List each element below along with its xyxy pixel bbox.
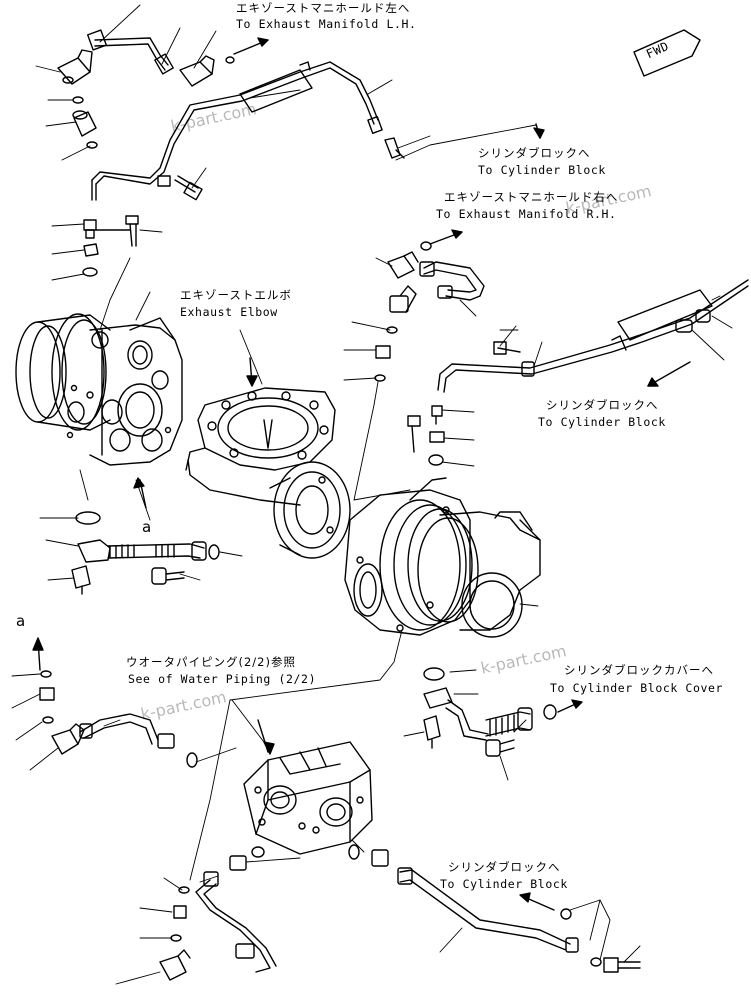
label-exhaust-elbow-en: Exhaust Elbow xyxy=(180,305,278,319)
oil-pipe-upper-left xyxy=(86,29,174,75)
o-ring xyxy=(72,96,84,104)
label-water-piping-en: See of Water Piping (2/2) xyxy=(128,672,317,686)
connector-left xyxy=(72,110,97,137)
water-pipe-lower xyxy=(159,846,277,981)
water-pump-housing xyxy=(243,741,373,855)
leader-lines xyxy=(11,4,733,985)
detail-marker-a: a xyxy=(16,612,26,630)
o-ring xyxy=(86,141,98,149)
oil-pipe-to-cylinder-block-cover xyxy=(423,667,557,757)
oil-pipe-to-cylinder-block-top xyxy=(91,61,405,201)
label-cylinder-block-2-en: To Cylinder Block xyxy=(538,415,666,429)
oil-pipe-to-cylinder-block-right xyxy=(437,279,749,393)
label-water-piping-jp: ウオータパイピング(2/2)参照 xyxy=(126,655,296,669)
elbow-fitting-upper xyxy=(179,55,235,87)
detail-marker-a: a xyxy=(142,518,152,536)
bolt-top xyxy=(157,175,203,201)
turbocharger-right xyxy=(344,477,541,638)
water-pipe-to-cylinder-block-bottom xyxy=(348,844,641,973)
label-exhaust-rh-jp: エキゾーストマニホールド右へ xyxy=(444,190,619,204)
direction-arrows xyxy=(32,37,691,911)
label-cylinder-block-cover-en: To Cylinder Block Cover xyxy=(550,681,724,695)
oil-pipe-exhaust-rh xyxy=(419,261,485,301)
label-cylinder-block-cover-jp: シリンダブロックカバーへ xyxy=(564,663,714,677)
label-exhaust-rh-en: To Exhaust Manifold R.H. xyxy=(436,207,617,221)
label-cylinder-block-3-jp: シリンダブロックへ xyxy=(448,860,561,874)
turbocharger-left xyxy=(15,313,183,466)
label-cylinder-block-1-en: To Cylinder Block xyxy=(478,163,606,177)
fitting-stack-right xyxy=(374,241,445,466)
exhaust-elbow xyxy=(185,387,351,559)
elbow-fitting-left xyxy=(57,49,93,85)
label-cylinder-block-1-jp: シリンダブロックへ xyxy=(478,146,591,160)
fitting-stack-lower-left xyxy=(39,670,85,755)
water-pipe-left xyxy=(79,713,198,768)
label-exhaust-elbow-jp: エキゾーストエルボ xyxy=(180,288,292,302)
fitting-stack-left xyxy=(82,215,139,277)
fwd-direction-badge xyxy=(633,29,701,77)
label-exhaust-lh-en: To Exhaust Manifold L.H. xyxy=(236,17,417,31)
label-cylinder-block-2-jp: シリンダブロックへ xyxy=(546,398,659,412)
label-exhaust-lh-jp: エキゾーストマニホールド左へ xyxy=(236,1,411,15)
label-cylinder-block-3-en: To Cylinder Block xyxy=(440,877,568,891)
